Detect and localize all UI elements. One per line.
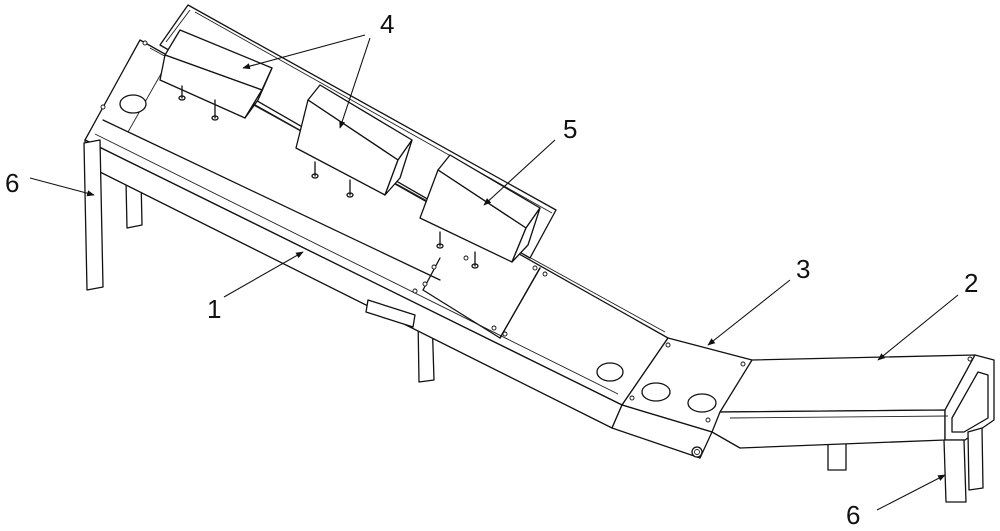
callout-4: 4	[380, 9, 394, 39]
hole-top-left	[120, 95, 146, 113]
leg-front-left	[84, 140, 103, 290]
hole-lower	[597, 363, 623, 381]
callout-6-right: 6	[846, 500, 860, 530]
callout-6-left: 6	[5, 168, 19, 198]
leader-6b	[877, 475, 945, 510]
hole-transition-b	[688, 394, 716, 412]
callout-1: 1	[207, 294, 221, 324]
callout-2: 2	[964, 268, 978, 298]
inclined-trough	[85, 40, 668, 428]
fitting	[692, 447, 702, 457]
callout-3: 3	[796, 254, 810, 284]
leader-1	[224, 252, 303, 297]
leg-right-far	[968, 428, 983, 490]
horizontal-trough	[712, 355, 994, 448]
horizontal-side-face	[712, 410, 945, 448]
hole-transition-a	[642, 383, 670, 401]
trough-top-face	[85, 40, 668, 405]
leg-front-right	[944, 440, 966, 502]
leader-3	[708, 280, 790, 345]
horizontal-top-face	[720, 355, 975, 412]
callout-5: 5	[563, 114, 577, 144]
leader-2	[878, 295, 958, 360]
